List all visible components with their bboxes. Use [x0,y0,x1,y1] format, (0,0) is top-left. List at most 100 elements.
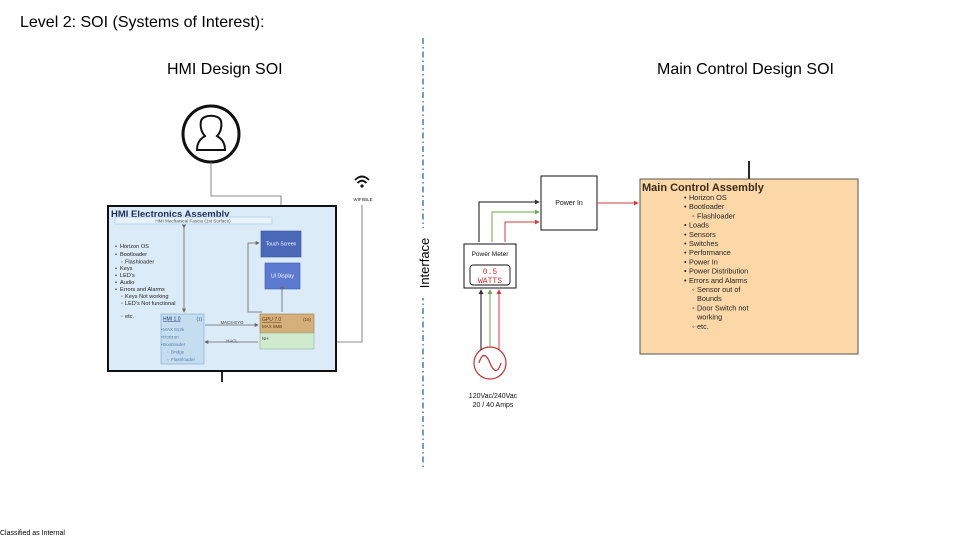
meter-reading-value: 0.5 [483,268,498,277]
hmi-board-item: Horizon [163,335,179,340]
link-top-label: MACS-EYO [221,320,245,325]
svg-text:◦: ◦ [167,350,169,355]
hmi-bullet: Flashloader [125,260,154,266]
svg-text:◦: ◦ [692,285,695,294]
ui-display-label: UI Display [271,274,294,280]
interface-label: Interface [417,238,432,289]
svg-text:•: • [161,335,163,340]
gpu-board-title: GPU 7.0 [262,317,281,323]
hmi-board-item: Flashloader [171,357,195,362]
svg-text:•: • [684,230,687,239]
wire-green-meter [491,209,540,242]
touch-screen [260,230,302,258]
hmi-fascia-label: HMI Mechanical Fascia (1st Surface) [155,219,231,224]
wire-red-meter [504,219,540,242]
main-control-title: Main Control Assembly [642,182,765,194]
main-control-item: working [696,313,722,322]
main-control-section-title: Main Control Design SOI [657,61,834,78]
meter-reading-unit: WATTS [478,277,502,286]
hmi-board-item: MAX 512k [163,327,185,332]
main-control-item: Loads [689,221,709,230]
svg-text:◦: ◦ [692,211,695,220]
hmi-board-item: Bootloader [163,342,186,347]
nh-label: NH [262,336,269,341]
slide-title: Level 2: SOI (Systems of Interest): [20,14,265,31]
svg-text:•: • [684,257,687,266]
hmi-bullet: Keys Not working [125,294,169,300]
wifi-label: WIFI/BLE [353,197,372,202]
svg-text:•: • [684,248,687,257]
power-meter-title: Power Meter [472,251,510,258]
hmi-board-tag: (1) [197,317,203,322]
svg-text:•: • [115,287,117,293]
hmi-bullet: LED's Not functional [125,301,176,307]
main-control-item: Sensor out of [697,285,741,294]
svg-text:◦: ◦ [121,260,123,266]
svg-text:•: • [684,239,687,248]
main-control-item: Horizon OS [689,193,727,202]
wifi-icon [354,175,370,188]
svg-text:•: • [115,266,117,272]
hmi-bullet-list: •Horizon OS •Bootloader ◦Flashloader •Ke… [115,244,176,320]
main-control-item: Bootloader [689,202,725,211]
hmi-board-list: MAX 512k Horizon Bootloader Bridge Flash… [163,327,195,362]
nh-module [259,332,315,350]
main-control-item: etc. [697,322,709,331]
svg-text:•: • [161,327,163,332]
main-control-item: Door Switch not [697,303,749,312]
hmi-bullet: Horizon OS [120,244,149,250]
hmi-board [160,313,205,365]
svg-text:•: • [161,342,163,347]
svg-text:•: • [684,267,687,276]
touch-screen-label: Touch Screen [266,242,297,248]
supply-line-2: 20 / 40 Amps [473,402,514,409]
hmi-bullet: Errors and Alarms [120,287,165,293]
svg-text:•: • [684,221,687,230]
wire-black-meter [478,199,540,242]
svg-text:◦: ◦ [121,314,123,320]
main-control-item: Bounds [697,294,722,303]
svg-text:◦: ◦ [692,322,695,331]
power-in-box [540,175,598,231]
link-bottom-label: HACL [226,339,238,344]
main-control-list: •Horizon OS •Bootloader ◦Flashloader •Lo… [684,193,749,331]
main-control-item: Performance [689,248,731,257]
main-control-item: Power In [689,257,718,266]
svg-text:◦: ◦ [121,294,123,300]
main-control-item: Errors and Alarms [689,276,748,285]
svg-text:•: • [684,193,687,202]
hmi-board-item: Bridge [171,350,185,355]
hmi-bullet: Bootloader [120,252,147,258]
user-icon [181,104,241,164]
hmi-section-title: HMI Design SOI [167,61,283,78]
hmi-assembly-title: HMI Electronics Assembly [111,209,230,220]
hmi-fascia [114,216,273,225]
hmi-board-title: HMI 1.0 [163,317,181,323]
svg-text:◦: ◦ [121,301,123,307]
main-control-item: Sensors [689,230,716,239]
footer-classification: Classified as Internal [0,530,65,537]
main-control-item: Power Distribution [689,267,748,276]
power-in-label: Power In [555,200,583,207]
hmi-bullet: LED's [120,273,135,279]
gpu-board-tag: (16) [303,317,312,322]
main-control-item: Switches [689,239,719,248]
gpu-board-sub: MAX 8MB [262,324,282,329]
svg-text:•: • [684,276,687,285]
svg-text:◦: ◦ [167,357,169,362]
svg-text:•: • [684,202,687,211]
hmi-bullet: Audio [120,280,134,286]
svg-text:•: • [115,244,117,250]
svg-text:•: • [115,280,117,286]
main-control-assembly [639,178,859,355]
gpu-touch-connector [247,241,262,313]
main-control-item: Flashloader [697,211,736,220]
svg-text:•: • [115,273,117,279]
hmi-bullet: etc. [125,314,134,320]
hmi-bullet: Keys [120,266,133,272]
supply-line-1: 120Vac/240Vac [469,393,518,400]
meter-display [469,264,511,286]
svg-text:•: • [115,252,117,258]
svg-text:◦: ◦ [692,303,695,312]
